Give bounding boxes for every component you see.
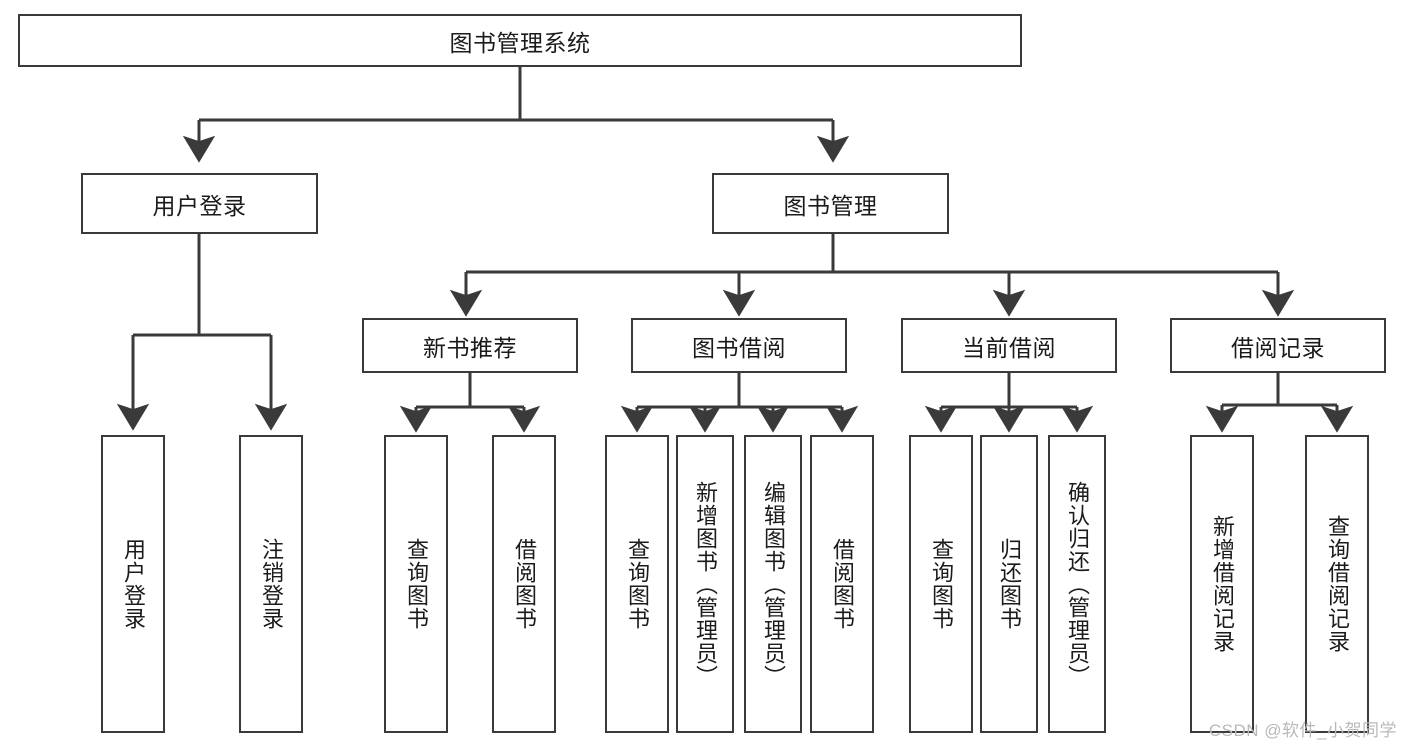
node-label: 借阅图书	[511, 538, 537, 630]
leaf-borrow-query-book[interactable]: 查询图书	[605, 435, 669, 733]
leaf-logout-login[interactable]: 注销登录	[239, 435, 303, 733]
leaf-record-add-borrow-record[interactable]: 新增借阅记录	[1190, 435, 1254, 733]
node-label: 确认归还（管理员）	[1064, 480, 1090, 688]
leaf-current-return-book[interactable]: 归还图书	[980, 435, 1038, 733]
leaf-record-query-borrow-record[interactable]: 查询借阅记录	[1305, 435, 1369, 733]
node-book-management[interactable]: 图书管理	[712, 173, 949, 234]
node-user-login[interactable]: 用户登录	[81, 173, 318, 234]
leaf-borrow-borrow-book[interactable]: 借阅图书	[810, 435, 874, 733]
node-label: 用户登录	[120, 538, 146, 630]
node-label: 用户登录	[152, 192, 247, 219]
node-label: 查询图书	[624, 538, 650, 630]
node-label: 查询借阅记录	[1324, 515, 1350, 653]
node-root-book-management-system[interactable]: 图书管理系统	[18, 14, 1022, 67]
node-label: 注销登录	[258, 538, 284, 630]
node-new-book-recommend[interactable]: 新书推荐	[362, 318, 578, 373]
node-label: 图书借阅	[692, 334, 786, 361]
node-label: 当前借阅	[962, 334, 1056, 361]
node-label: 图书管理	[783, 192, 878, 219]
node-label: 查询图书	[928, 538, 954, 630]
leaf-new-book-borrow-book[interactable]: 借阅图书	[492, 435, 556, 733]
node-label: 借阅记录	[1231, 334, 1325, 361]
node-book-borrow[interactable]: 图书借阅	[631, 318, 847, 373]
watermark-text: CSDN @软件_小贺同学	[1208, 721, 1397, 740]
leaf-borrow-add-book-admin[interactable]: 新增图书（管理员）	[676, 435, 734, 733]
leaf-borrow-edit-book-admin[interactable]: 编辑图书（管理员）	[744, 435, 802, 733]
node-label: 查询图书	[403, 538, 429, 630]
node-label: 新增借阅记录	[1209, 515, 1235, 653]
node-current-borrow[interactable]: 当前借阅	[901, 318, 1117, 373]
leaf-current-query-book[interactable]: 查询图书	[909, 435, 973, 733]
node-label: 编辑图书（管理员）	[760, 480, 786, 688]
leaf-user-login[interactable]: 用户登录	[101, 435, 165, 733]
node-label: 新增图书（管理员）	[692, 480, 718, 688]
leaf-current-confirm-return-admin[interactable]: 确认归还（管理员）	[1048, 435, 1106, 733]
node-label: 新书推荐	[423, 334, 517, 361]
node-label: 借阅图书	[829, 538, 855, 630]
leaf-new-book-query-book[interactable]: 查询图书	[384, 435, 448, 733]
node-borrow-record[interactable]: 借阅记录	[1170, 318, 1386, 373]
node-label: 归还图书	[996, 538, 1022, 630]
node-label: 图书管理系统	[449, 29, 591, 56]
